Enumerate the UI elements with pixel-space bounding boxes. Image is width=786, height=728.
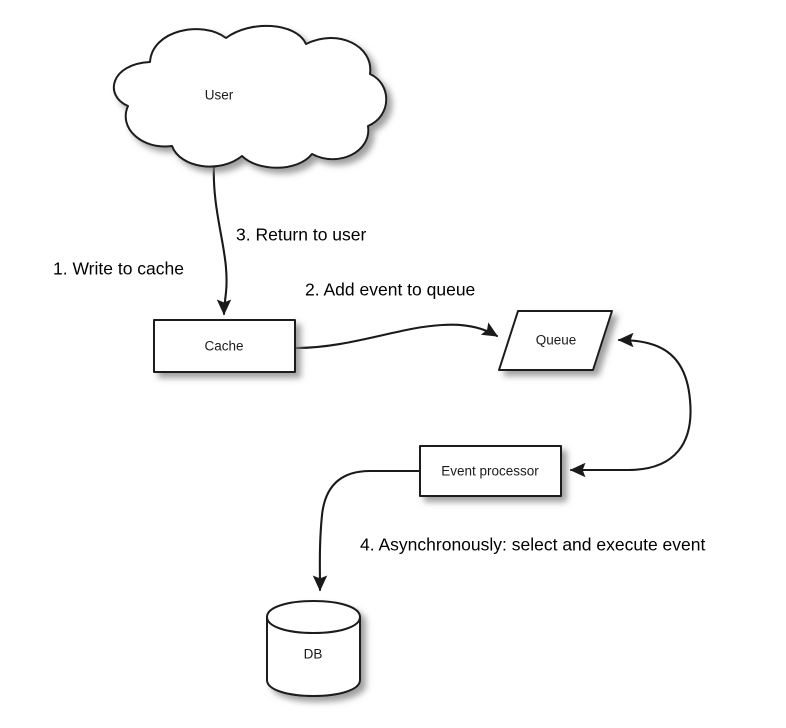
node-cache[interactable]: Cache [153,319,296,373]
node-queue-label: Queue [536,333,577,348]
node-user[interactable]: User [112,24,388,169]
node-user-label: User [205,88,234,103]
edge-cache-to-queue [294,322,499,350]
step-label-4: 4. Asynchronously: select and execute ev… [360,535,705,555]
edge-user-to-cache [212,161,232,316]
step-label-1: 1. Write to cache [53,259,184,279]
edge-queue-to-event-processor [569,332,692,478]
node-queue[interactable]: Queue [498,310,613,371]
step-label-3: 3. Return to user [236,225,367,245]
node-event-processor[interactable]: Event processor [419,445,562,497]
node-db-label: DB [304,647,323,662]
node-cache-label: Cache [204,339,243,354]
step-label-2: 2. Add event to queue [305,280,475,300]
node-db[interactable]: DB [266,600,361,697]
edge-event-processor-to-db [312,469,421,592]
node-event-processor-label: Event processor [441,464,539,479]
